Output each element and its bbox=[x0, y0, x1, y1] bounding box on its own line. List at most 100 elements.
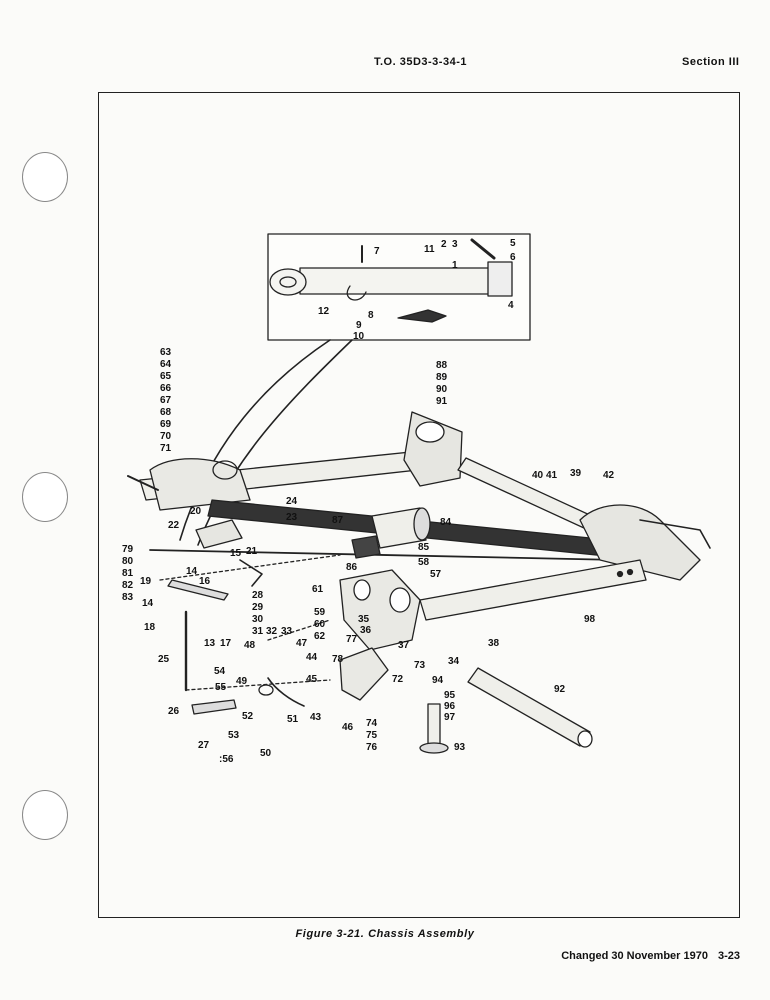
callout: 36 bbox=[360, 625, 372, 636]
callout: 11 bbox=[424, 244, 435, 255]
callout: 69 bbox=[160, 419, 172, 430]
callout: 21 bbox=[246, 546, 258, 557]
callout: 29 bbox=[252, 602, 264, 613]
callout: 45 bbox=[306, 674, 318, 685]
callout: 66 bbox=[160, 383, 172, 394]
to-number: T.O. 35D3-3-34-1 bbox=[374, 56, 467, 68]
callout: 8 bbox=[368, 310, 374, 321]
callout: 47 bbox=[296, 638, 308, 649]
section-label: Section III bbox=[682, 56, 740, 68]
callout: 38 bbox=[488, 638, 500, 649]
callout: 94 bbox=[432, 675, 444, 686]
jack-foot bbox=[419, 742, 449, 754]
callout: 31 bbox=[252, 626, 264, 637]
callout: 20 bbox=[190, 506, 202, 517]
callout: 19 bbox=[140, 576, 152, 587]
callout: 91 bbox=[436, 396, 448, 407]
callout: 9 bbox=[356, 320, 362, 331]
callout: 87 bbox=[332, 515, 344, 526]
callout: 96 bbox=[444, 701, 456, 712]
callout: 93 bbox=[454, 742, 466, 753]
callout: 77 bbox=[346, 634, 358, 645]
drawbar bbox=[467, 667, 591, 747]
callout: 24 bbox=[286, 496, 298, 507]
callout: 55 bbox=[215, 682, 227, 693]
callout: 83 bbox=[122, 592, 134, 603]
callout: 22 bbox=[168, 520, 180, 531]
binder-hole bbox=[22, 472, 68, 522]
callout: 39 bbox=[570, 468, 582, 479]
figure-frame bbox=[98, 92, 740, 918]
callout: 6 bbox=[510, 252, 516, 263]
callout: 30 bbox=[252, 614, 264, 625]
callout: 90 bbox=[436, 384, 448, 395]
callout: 33 bbox=[281, 626, 293, 637]
link-rod bbox=[167, 579, 229, 601]
callout: 49 bbox=[236, 676, 248, 687]
callout: 62 bbox=[314, 631, 326, 642]
callout: 51 bbox=[287, 714, 299, 725]
callout: 32 bbox=[266, 626, 278, 637]
callout: 58 bbox=[418, 557, 430, 568]
rear-left-bracket bbox=[149, 458, 251, 511]
callout: 70 bbox=[160, 431, 172, 442]
drive-motor bbox=[371, 507, 427, 549]
callout: 71 bbox=[160, 443, 172, 454]
callout-labels: 2 3 11 5 6 1 7 4 12 8 9 10 63 64 65 66 6… bbox=[122, 238, 615, 765]
callout: 10 bbox=[353, 331, 365, 342]
callout: 64 bbox=[160, 359, 172, 370]
page-footer: Changed 30 November 1970 3-23 bbox=[561, 950, 740, 962]
inset-clevis bbox=[487, 261, 513, 297]
callout: 88 bbox=[436, 360, 448, 371]
binder-hole bbox=[22, 790, 68, 840]
callout: 34 bbox=[448, 656, 460, 667]
callout: 14 bbox=[142, 598, 154, 609]
callout: 16 bbox=[199, 576, 211, 587]
callout: 4 bbox=[508, 300, 514, 311]
callout: 57 bbox=[430, 569, 442, 580]
callout: 15 bbox=[230, 548, 242, 559]
callout: 23 bbox=[286, 512, 298, 523]
callout: 2 bbox=[441, 239, 447, 250]
callout: 35 bbox=[358, 614, 370, 625]
callout: 67 bbox=[160, 395, 172, 406]
callout: 42 bbox=[603, 470, 615, 481]
callout: 60 bbox=[314, 619, 326, 630]
callout: 48 bbox=[244, 640, 256, 651]
callout: 75 bbox=[366, 730, 378, 741]
callout: 86 bbox=[346, 562, 358, 573]
inset-eye-end bbox=[269, 268, 307, 296]
page-number: 3-23 bbox=[717, 950, 740, 962]
callout: 89 bbox=[436, 372, 448, 383]
callout: 1 bbox=[452, 260, 458, 271]
change-note: Changed 30 November 1970 bbox=[561, 950, 708, 962]
binder-hole bbox=[22, 152, 68, 202]
callout: 78 bbox=[332, 654, 344, 665]
callout: 12 bbox=[318, 306, 330, 317]
callout: 76 bbox=[366, 742, 378, 753]
callout: 80 bbox=[122, 556, 134, 567]
jack-post bbox=[427, 703, 441, 745]
callout: 97 bbox=[444, 712, 456, 723]
callout: 72 bbox=[392, 674, 404, 685]
callout: 54 bbox=[214, 666, 226, 677]
callout: 50 bbox=[260, 748, 272, 759]
callout: 95 bbox=[444, 690, 456, 701]
callout: 73 bbox=[414, 660, 426, 671]
steering-arm bbox=[339, 647, 389, 701]
callout: 84 bbox=[440, 517, 452, 528]
callout: 68 bbox=[160, 407, 172, 418]
callout: 27 bbox=[198, 740, 210, 751]
figure-caption: Figure 3-21. Chassis Assembly bbox=[295, 928, 475, 940]
callout: 63 bbox=[160, 347, 172, 358]
callout: 59 bbox=[314, 607, 326, 618]
callout: 92 bbox=[554, 684, 566, 695]
callout: 98 bbox=[584, 614, 596, 625]
callout: 3 bbox=[452, 239, 458, 250]
callout: 18 bbox=[144, 622, 156, 633]
right-side-rail bbox=[419, 559, 647, 621]
callout: 74 bbox=[366, 718, 378, 729]
inset-tie-bar bbox=[299, 267, 491, 295]
callout: 61 bbox=[312, 584, 324, 595]
callout: 85 bbox=[418, 542, 430, 553]
